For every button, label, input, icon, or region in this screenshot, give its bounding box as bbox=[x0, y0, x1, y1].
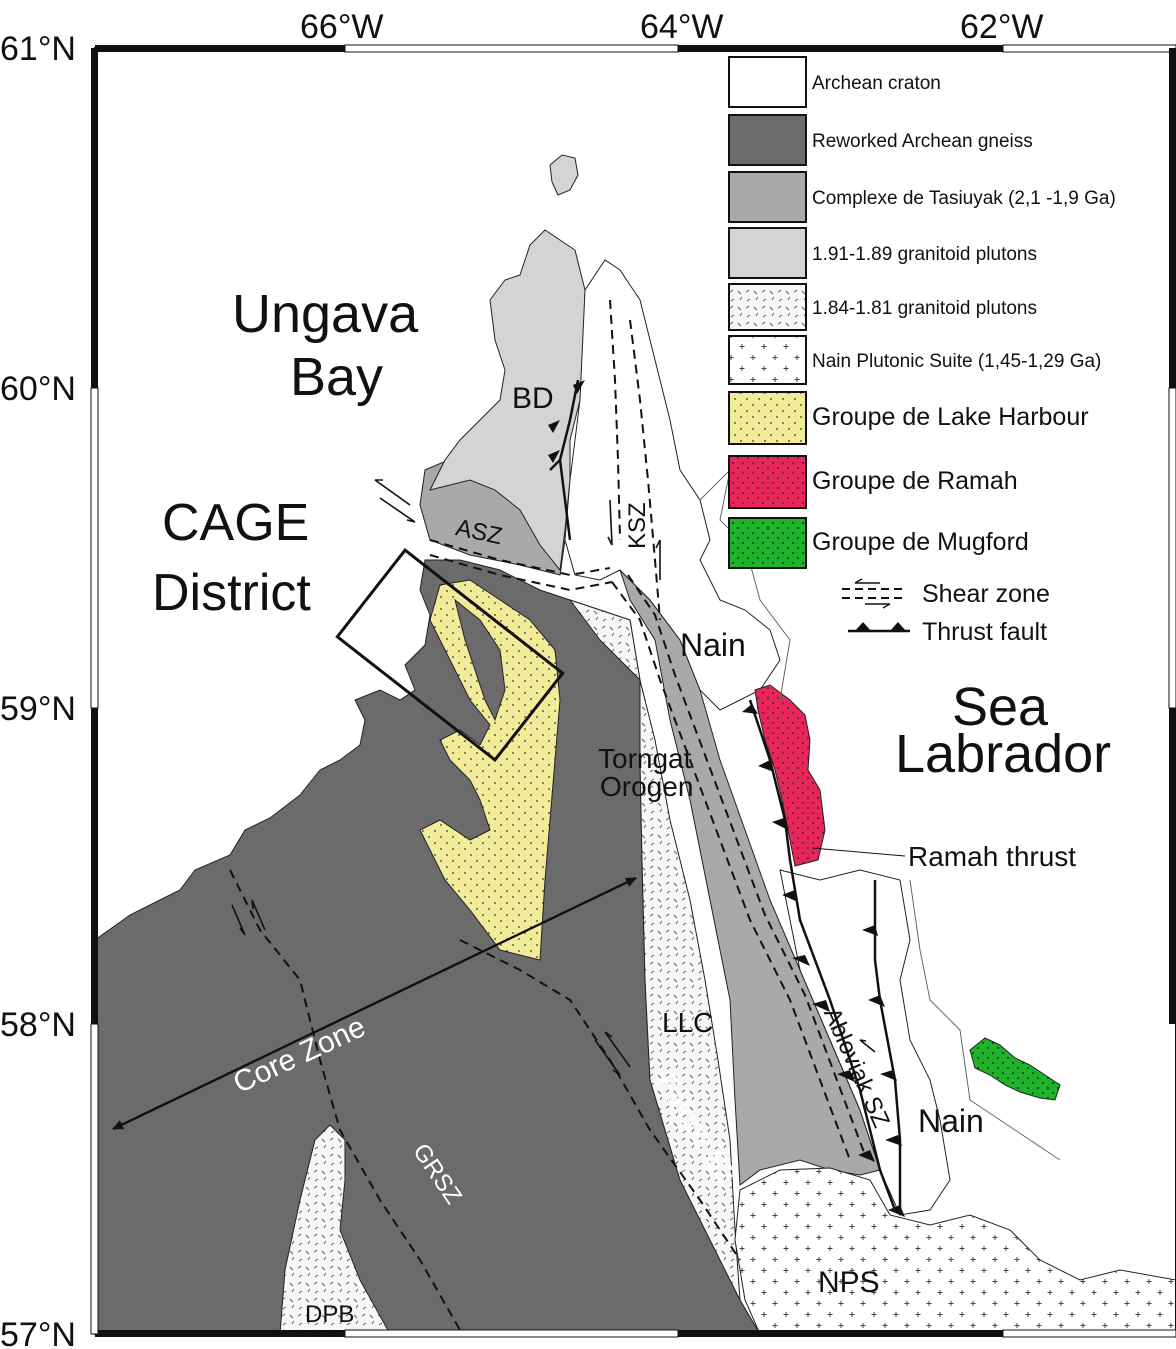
legend-swatch bbox=[728, 335, 807, 385]
legend-swatch bbox=[728, 517, 807, 569]
sea-label-2: Labrador bbox=[895, 724, 1111, 784]
lat-label-61: 61°N bbox=[0, 30, 76, 68]
legend-swatch bbox=[728, 114, 807, 166]
legend-shear-label: Shear zone bbox=[922, 580, 1050, 608]
ramah-thrust-label: Ramah thrust bbox=[908, 841, 1076, 872]
legend-swatch bbox=[728, 56, 807, 108]
dpb-label: DPB bbox=[305, 1301, 354, 1328]
ramah-thrust-leader bbox=[811, 847, 906, 857]
mugford-group bbox=[969, 1037, 1061, 1101]
thrust-faults bbox=[549, 379, 902, 1215]
ramah-group bbox=[754, 684, 826, 867]
lon-label-62: 62°W bbox=[960, 8, 1044, 46]
lat-label-58: 58°N bbox=[0, 1006, 76, 1044]
legend-thrust-label: Thrust fault bbox=[922, 618, 1047, 646]
archean-craton-north bbox=[564, 259, 781, 711]
gneiss-finger bbox=[454, 598, 506, 722]
lat-label-60: 60°N bbox=[0, 370, 76, 408]
legend-label: 1.91-1.89 granitoid plutons bbox=[812, 244, 1037, 265]
legend-label: Groupe de Ramah bbox=[812, 467, 1018, 495]
lake-harbour-group bbox=[419, 579, 561, 961]
sea-label-1: Sea bbox=[952, 677, 1049, 737]
ungava-label-2: Bay bbox=[290, 347, 383, 407]
legend-label: Groupe de Lake Harbour bbox=[812, 403, 1089, 431]
ksz-label: KSZ bbox=[624, 502, 651, 549]
dpb-plutons bbox=[279, 1124, 391, 1334]
legend-swatch bbox=[728, 171, 807, 223]
cage-label-2: District bbox=[152, 564, 311, 622]
torngat-label-2: Orogen bbox=[600, 771, 693, 802]
north-islet bbox=[549, 154, 579, 196]
legend-label: Groupe de Mugford bbox=[812, 528, 1029, 556]
legend-swatch bbox=[728, 283, 807, 331]
thrust-teeth bbox=[548, 380, 905, 1217]
llc-plutons bbox=[568, 599, 741, 1301]
torngat-label-1: Torngat bbox=[598, 743, 692, 774]
lon-label-66: 66°W bbox=[300, 8, 384, 46]
core-zone-arrow-back bbox=[112, 877, 637, 1130]
map-frame bbox=[90, 44, 1176, 1338]
ungava-label-1: Ungava bbox=[232, 284, 419, 344]
legend-label: Reworked Archean gneiss bbox=[812, 131, 1033, 152]
lat-label-57: 57°N bbox=[0, 1316, 76, 1349]
legend-thrust-symbol bbox=[848, 622, 910, 633]
legend-label: 1.84-1.81 granitoid plutons bbox=[812, 298, 1037, 319]
nain-south-label: Nain bbox=[918, 1103, 984, 1139]
nps-label: NPS bbox=[818, 1266, 880, 1299]
legend-label: Archean craton bbox=[812, 73, 941, 94]
archean-craton-south bbox=[779, 869, 951, 1216]
legend-label: Nain Plutonic Suite (1,45-1,29 Ga) bbox=[812, 351, 1101, 372]
shear-arrows bbox=[231, 479, 876, 1076]
nain-plutonic-suite bbox=[734, 1167, 1176, 1334]
legend-label: Complexe de Tasiuyak (2,1 -1,9 Ga) bbox=[812, 188, 1116, 209]
cage-district-box bbox=[335, 547, 565, 763]
lat-label-59: 59°N bbox=[0, 690, 76, 728]
legend-swatch bbox=[728, 227, 807, 279]
lon-label-64: 64°W bbox=[640, 8, 724, 46]
legend-shear-symbol bbox=[842, 578, 905, 609]
llc-label: LLC bbox=[662, 1007, 713, 1038]
legend-swatch bbox=[728, 455, 807, 509]
plutons-191 bbox=[429, 229, 586, 572]
legend-swatch bbox=[728, 391, 807, 445]
nain-north-label: Nain bbox=[680, 627, 746, 663]
shear-zones bbox=[229, 299, 866, 1331]
cage-label-1: CAGE bbox=[162, 494, 309, 552]
bd-label: BD bbox=[512, 382, 554, 415]
